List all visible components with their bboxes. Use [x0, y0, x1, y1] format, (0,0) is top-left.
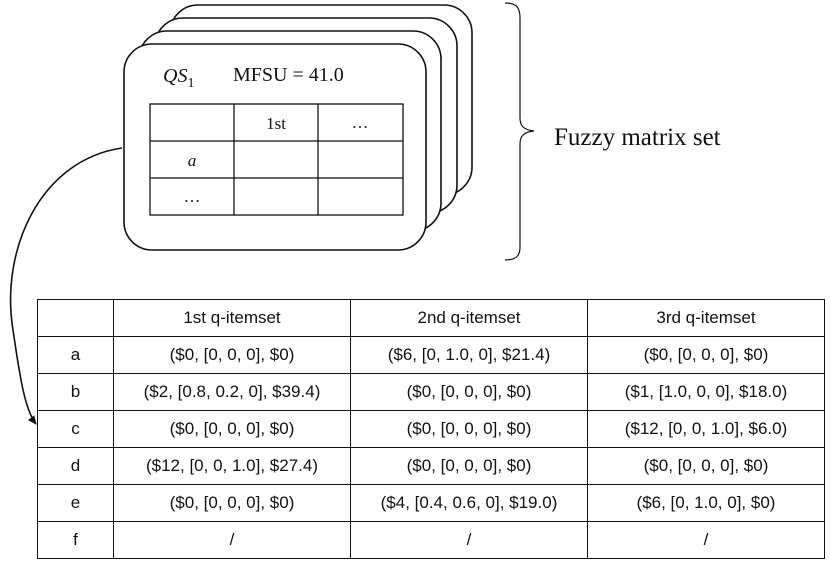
table-cell: ($12, [0, 0, 1.0], $27.4)	[113, 447, 351, 485]
mini-table-header-ellipsis: …	[352, 113, 369, 132]
table-cell: ($4, [0.4, 0.6, 0], $19.0)	[350, 484, 588, 522]
table-cell: ($6, [0, 1.0, 0], $21.4)	[350, 336, 588, 374]
table-cell: /	[587, 521, 825, 559]
table-cell: ($2, [0.8, 0.2, 0], $39.4)	[113, 373, 351, 411]
table-row: c ($0, [0, 0, 0], $0) ($0, [0, 0, 0], $0…	[37, 410, 825, 448]
table-cell: ($12, [0, 0, 1.0], $6.0)	[587, 410, 825, 448]
table-row: a ($0, [0, 0, 0], $0) ($6, [0, 1.0, 0], …	[37, 336, 825, 374]
table-row-label: d	[37, 447, 114, 485]
table-row: e ($0, [0, 0, 0], $0) ($4, [0.4, 0.6, 0]…	[37, 484, 825, 522]
table-row-label: b	[37, 373, 114, 411]
table-row: d ($12, [0, 0, 1.0], $27.4) ($0, [0, 0, …	[37, 447, 825, 485]
table-cell: ($0, [0, 0, 0], $0)	[587, 336, 825, 374]
fuzzy-matrix-table: 1st q-itemset 2nd q-itemset 3rd q-itemse…	[37, 299, 825, 559]
table-cell: ($0, [0, 0, 0], $0)	[113, 336, 351, 374]
fuzzy-matrix-set-label: Fuzzy matrix set	[554, 124, 721, 151]
table-cell: ($0, [0, 0, 0], $0)	[350, 410, 588, 448]
qs-label: QS1	[163, 65, 194, 91]
table-cell: /	[113, 521, 351, 559]
table-row-label: e	[37, 484, 114, 522]
right-brace	[504, 2, 535, 261]
mini-table	[149, 103, 404, 216]
table-row-label: f	[37, 521, 114, 559]
table-header-cell: 3rd q-itemset	[587, 299, 825, 337]
table-cell: ($1, [1.0, 0, 0], $18.0)	[587, 373, 825, 411]
table-header-cell	[37, 299, 114, 337]
table-cell: ($0, [0, 0, 0], $0)	[350, 447, 588, 485]
table-header-cell: 2nd q-itemset	[350, 299, 588, 337]
table-header-row: 1st q-itemset 2nd q-itemset 3rd q-itemse…	[37, 299, 825, 337]
table-row-label: c	[37, 410, 114, 448]
table-row-label: a	[37, 336, 114, 374]
table-cell: ($0, [0, 0, 0], $0)	[350, 373, 588, 411]
mfsu-label: MFSU = 41.0	[233, 64, 344, 86]
connector-arrow	[9, 147, 123, 425]
table-row: f / / /	[37, 521, 825, 559]
table-cell: ($0, [0, 0, 0], $0)	[587, 447, 825, 485]
mini-table-row-a: a	[188, 151, 197, 170]
table-cell: ($6, [0, 1.0, 0], $0)	[587, 484, 825, 522]
table-row: b ($2, [0.8, 0.2, 0], $39.4) ($0, [0, 0,…	[37, 373, 825, 411]
table-cell: ($0, [0, 0, 0], $0)	[113, 484, 351, 522]
table-header-cell: 1st q-itemset	[113, 299, 351, 337]
table-cell: ($0, [0, 0, 0], $0)	[113, 410, 351, 448]
table-cell: /	[350, 521, 588, 559]
mini-table-row-ellipsis: …	[184, 187, 201, 206]
front-card	[123, 43, 427, 251]
mini-table-header-1st: 1st	[266, 114, 286, 133]
